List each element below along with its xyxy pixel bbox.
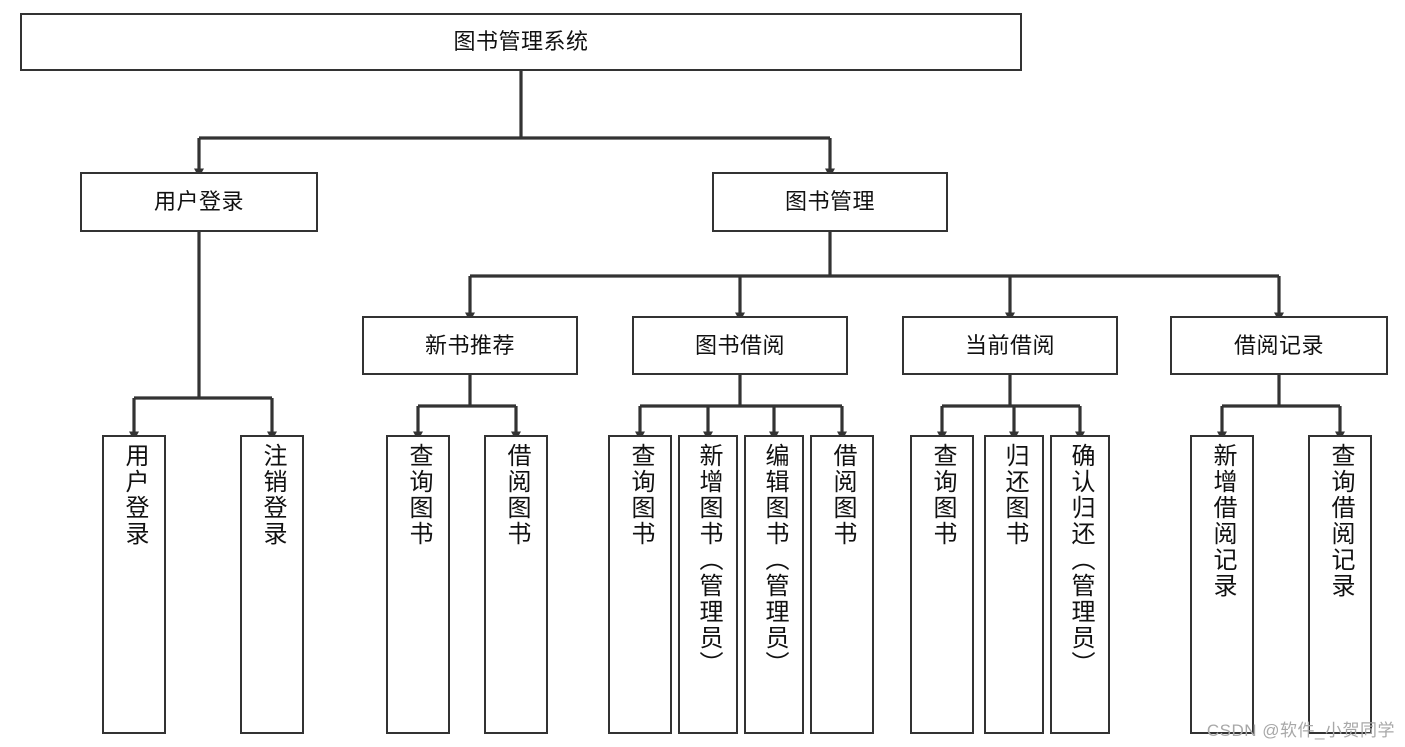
node-current-borrow-label: 当前借阅 (964, 332, 1055, 358)
node-leaf-logout[interactable]: 注销登录 (240, 435, 304, 734)
node-leaf-user-login-label: 用户登录 (121, 443, 148, 547)
node-leaf-add-book-admin[interactable]: 新增图书（管理员） (678, 435, 738, 734)
node-leaf-borrow-book-recommend-label: 借阅图书 (503, 443, 530, 547)
node-leaf-logout-label: 注销登录 (259, 443, 286, 547)
node-book-management-label: 图书管理 (784, 189, 875, 215)
node-user-login-label: 用户登录 (153, 189, 244, 215)
node-new-book-recommend[interactable]: 新书推荐 (362, 316, 578, 375)
node-leaf-query-borrow-record-label: 查询借阅记录 (1327, 443, 1354, 599)
node-leaf-return-book-label: 归还图书 (1001, 443, 1028, 547)
node-leaf-edit-book-admin-label: 编辑图书（管理员） (761, 443, 788, 677)
node-root[interactable]: 图书管理系统 (20, 13, 1022, 71)
node-leaf-borrow-book-label: 借阅图书 (829, 443, 856, 547)
node-leaf-return-book[interactable]: 归还图书 (984, 435, 1044, 734)
node-book-borrow[interactable]: 图书借阅 (632, 316, 848, 375)
node-leaf-query-book-recommend[interactable]: 查询图书 (386, 435, 450, 734)
node-current-borrow[interactable]: 当前借阅 (902, 316, 1118, 375)
node-book-management[interactable]: 图书管理 (712, 172, 948, 232)
node-leaf-confirm-return-admin[interactable]: 确认归还（管理员） (1050, 435, 1110, 734)
node-leaf-borrow-book[interactable]: 借阅图书 (810, 435, 874, 734)
node-leaf-query-book-current[interactable]: 查询图书 (910, 435, 974, 734)
node-leaf-add-book-admin-label: 新增图书（管理员） (695, 443, 722, 677)
node-leaf-query-book-borrow-label: 查询图书 (627, 443, 654, 547)
node-leaf-query-book-borrow[interactable]: 查询图书 (608, 435, 672, 734)
node-leaf-edit-book-admin[interactable]: 编辑图书（管理员） (744, 435, 804, 734)
node-leaf-borrow-book-recommend[interactable]: 借阅图书 (484, 435, 548, 734)
node-leaf-query-book-recommend-label: 查询图书 (405, 443, 432, 547)
node-book-borrow-label: 图书借阅 (694, 332, 785, 358)
node-leaf-add-borrow-record[interactable]: 新增借阅记录 (1190, 435, 1254, 734)
node-leaf-query-borrow-record[interactable]: 查询借阅记录 (1308, 435, 1372, 734)
node-new-book-recommend-label: 新书推荐 (424, 332, 515, 358)
node-user-login[interactable]: 用户登录 (80, 172, 318, 232)
node-leaf-user-login[interactable]: 用户登录 (102, 435, 166, 734)
node-borrow-record-label: 借阅记录 (1233, 332, 1324, 358)
node-root-label: 图书管理系统 (453, 29, 589, 55)
node-leaf-add-borrow-record-label: 新增借阅记录 (1209, 443, 1236, 599)
node-leaf-query-book-current-label: 查询图书 (929, 443, 956, 547)
node-borrow-record[interactable]: 借阅记录 (1170, 316, 1388, 375)
node-leaf-confirm-return-admin-label: 确认归还（管理员） (1067, 443, 1094, 677)
